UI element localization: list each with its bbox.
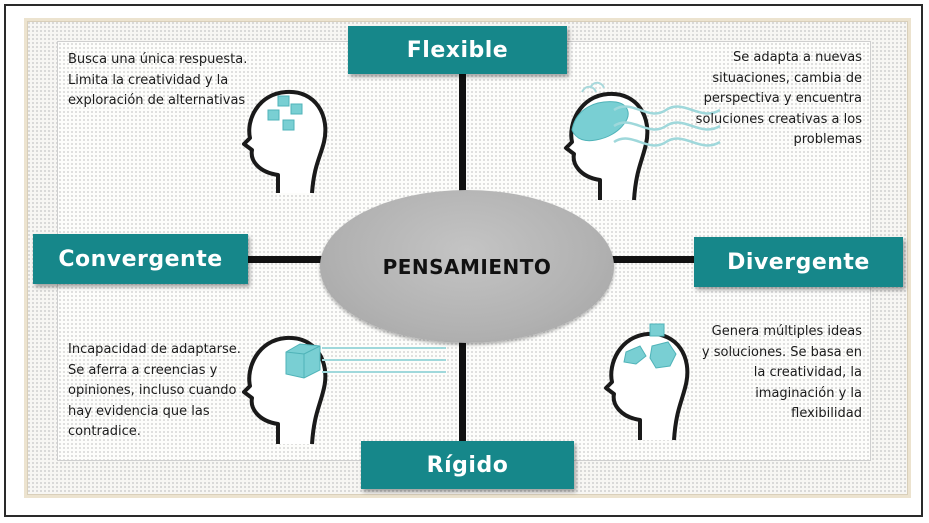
head-with-small-cubes-icon bbox=[242, 89, 328, 194]
head-with-cube-icon bbox=[242, 335, 328, 445]
description-flexible: Se adapta a nuevas situaciones, cambia d… bbox=[695, 50, 862, 147]
center-label: PENSAMIENTO bbox=[382, 254, 552, 279]
head-with-flowing-waves-icon bbox=[564, 81, 650, 201]
speed-lines-decoration bbox=[322, 347, 446, 373]
label-divergente: Divergente bbox=[694, 237, 903, 287]
wave-lines-decoration bbox=[613, 105, 721, 147]
label-flexible: Flexible bbox=[348, 26, 567, 74]
center-ellipse: PENSAMIENTO bbox=[320, 190, 614, 343]
label-rigido: Rígido bbox=[361, 441, 574, 489]
description-convergent: Busca una única respuesta. Limita la cre… bbox=[68, 52, 248, 108]
head-with-puzzle-pieces-icon bbox=[604, 323, 690, 441]
description-rigid: Incapacidad de adaptarse. Se aferra a cr… bbox=[68, 342, 241, 439]
description-divergent: Genera múltiples ideas y soluciones. Se … bbox=[701, 324, 862, 421]
label-convergente: Convergente bbox=[33, 234, 248, 284]
